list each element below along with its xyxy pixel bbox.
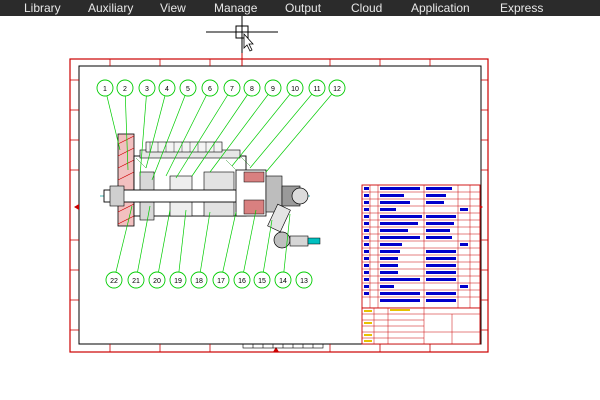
svg-text:16: 16	[238, 278, 246, 285]
balloon[interactable]: 6	[201, 79, 219, 97]
svg-text:15: 15	[258, 278, 266, 285]
balloon[interactable]: 21	[127, 271, 145, 289]
balloon[interactable]: 15	[253, 271, 271, 289]
menu-express[interactable]: Express	[500, 1, 544, 15]
menu-auxiliary[interactable]: Auxiliary	[88, 1, 134, 15]
balloon[interactable]: 4	[158, 79, 176, 97]
svg-text:5: 5	[186, 86, 190, 93]
svg-text:9: 9	[271, 86, 275, 93]
svg-text:4: 4	[165, 86, 169, 93]
balloon[interactable]: 9	[264, 79, 282, 97]
svg-text:13: 13	[300, 278, 308, 285]
balloon[interactable]: 2	[116, 79, 134, 97]
menu-application[interactable]: Application	[411, 1, 470, 15]
svg-text:12: 12	[333, 86, 341, 93]
svg-text:20: 20	[153, 278, 161, 285]
svg-text:19: 19	[174, 278, 182, 285]
svg-text:11: 11	[313, 86, 320, 93]
menu-library[interactable]: Library	[24, 1, 61, 15]
svg-text:22: 22	[110, 278, 118, 285]
assembly-drawing	[100, 133, 321, 249]
menu-view[interactable]: View	[160, 1, 186, 15]
balloon[interactable]: 16	[233, 271, 251, 289]
balloon[interactable]: 17	[212, 271, 230, 289]
title-block	[361, 307, 481, 345]
svg-text:6: 6	[208, 86, 212, 93]
balloon[interactable]: 18	[190, 271, 208, 289]
balloon[interactable]: 8	[243, 79, 261, 97]
balloon[interactable]: 5	[179, 79, 197, 97]
svg-text:2: 2	[123, 86, 127, 93]
parts-list-table	[361, 184, 481, 309]
balloon[interactable]: 20	[148, 271, 166, 289]
balloon[interactable]: 7	[223, 79, 241, 97]
menu-cloud[interactable]: Cloud	[351, 1, 383, 15]
svg-text:8: 8	[250, 86, 254, 93]
balloon[interactable]: 3	[138, 79, 156, 97]
svg-text:18: 18	[195, 278, 203, 285]
drawing-canvas[interactable]: 1 2 3 4 5 6 7 8 9 10 11 12 22 21 20 19 1…	[0, 16, 600, 400]
svg-text:7: 7	[230, 86, 234, 93]
balloon[interactable]: 1	[96, 79, 114, 97]
menu-bar: Library Auxiliary View Manage Output Clo…	[0, 0, 600, 16]
svg-text:3: 3	[145, 86, 149, 93]
balloon[interactable]: 12	[328, 79, 346, 97]
svg-text:17: 17	[217, 278, 225, 285]
balloon[interactable]: 19	[169, 271, 187, 289]
svg-text:1: 1	[103, 86, 107, 93]
svg-text:14: 14	[279, 278, 287, 285]
balloon[interactable]: 11	[308, 79, 326, 97]
balloon[interactable]: 22	[105, 271, 123, 289]
menu-output[interactable]: Output	[285, 1, 322, 15]
svg-text:10: 10	[291, 86, 299, 93]
leader-lines	[104, 87, 338, 281]
balloon[interactable]: 13	[295, 271, 313, 289]
svg-text:21: 21	[132, 278, 140, 285]
menu-manage[interactable]: Manage	[214, 1, 258, 15]
balloon[interactable]: 10	[286, 79, 304, 97]
balloon[interactable]: 14	[274, 271, 292, 289]
balloons-top: 1 2 3 4 5 6 7 8 9 10 11 12	[96, 79, 346, 97]
balloons-bottom: 22 21 20 19 18 17 16 15 14 13	[105, 271, 313, 289]
